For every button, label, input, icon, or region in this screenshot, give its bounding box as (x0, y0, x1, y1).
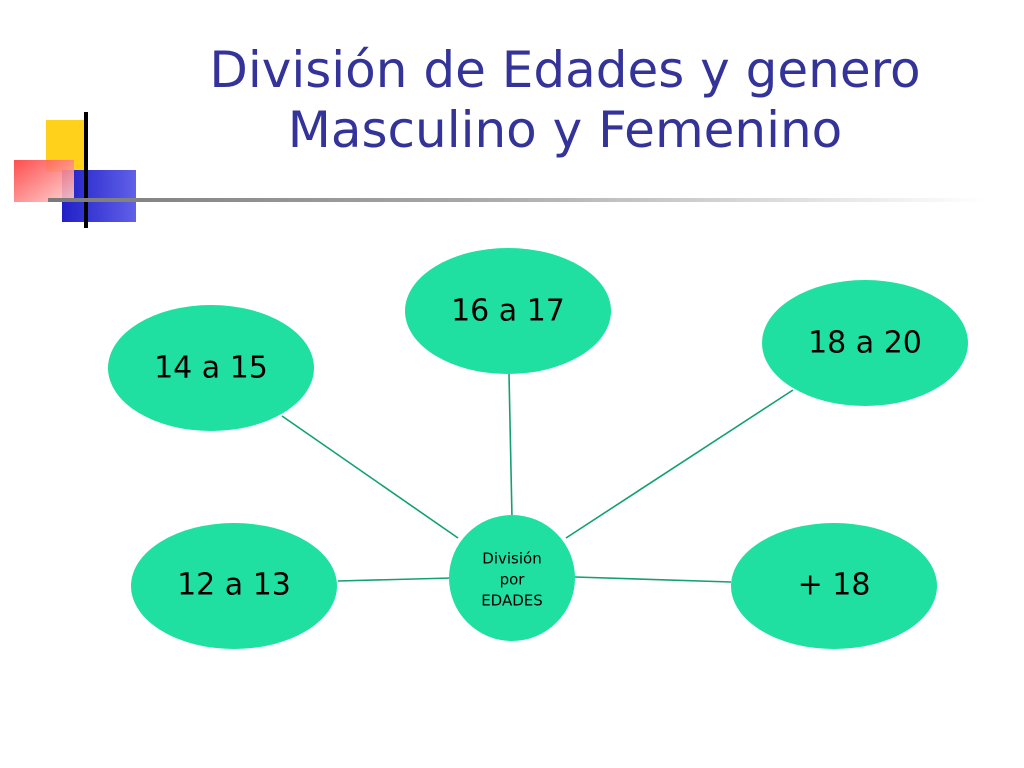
node-16-17: 16 a 17 (405, 248, 611, 374)
title-line-1: División de Edades y genero (209, 41, 921, 99)
node-plus-18-label: + 18 (798, 568, 871, 603)
node-12-13-label: 12 a 13 (177, 568, 291, 603)
red-square (14, 160, 74, 202)
node-14-15: 14 a 15 (108, 305, 314, 431)
node-16-17-label: 16 a 17 (451, 294, 565, 329)
title-underline (48, 198, 988, 202)
node-14-15-label: 14 a 15 (154, 351, 268, 386)
vertical-bar (84, 112, 88, 228)
node-18-20-ellipse (762, 280, 968, 406)
title-line-2: Masculino y Femenino (287, 101, 843, 159)
node-plus-18-ellipse (731, 523, 937, 649)
center-label-line-1: División (482, 550, 541, 568)
center-node: División por EDADES (449, 515, 575, 641)
corner-decoration (14, 112, 136, 228)
node-12-13-ellipse (131, 523, 337, 649)
connectors (281, 373, 794, 583)
center-circle (449, 515, 575, 641)
node-12-13: 12 a 13 (131, 523, 337, 649)
node-16-17-ellipse (405, 248, 611, 374)
center-label-line-2: por (500, 571, 526, 589)
connector-16-17 (508, 373, 513, 519)
connector-14-15 (281, 415, 459, 539)
node-18-20: 18 a 20 (762, 280, 968, 406)
connector-12-13 (337, 577, 453, 582)
page-title: División de Edades y genero Masculino y … (150, 40, 980, 160)
center-label-line-3: EDADES (481, 592, 543, 610)
node-18-20-label: 18 a 20 (808, 326, 922, 361)
connector-18-20 (565, 389, 794, 539)
node-plus-18: + 18 (731, 523, 937, 649)
connector-plus-18 (574, 576, 732, 583)
blue-square (62, 170, 136, 222)
node-14-15-ellipse (108, 305, 314, 431)
